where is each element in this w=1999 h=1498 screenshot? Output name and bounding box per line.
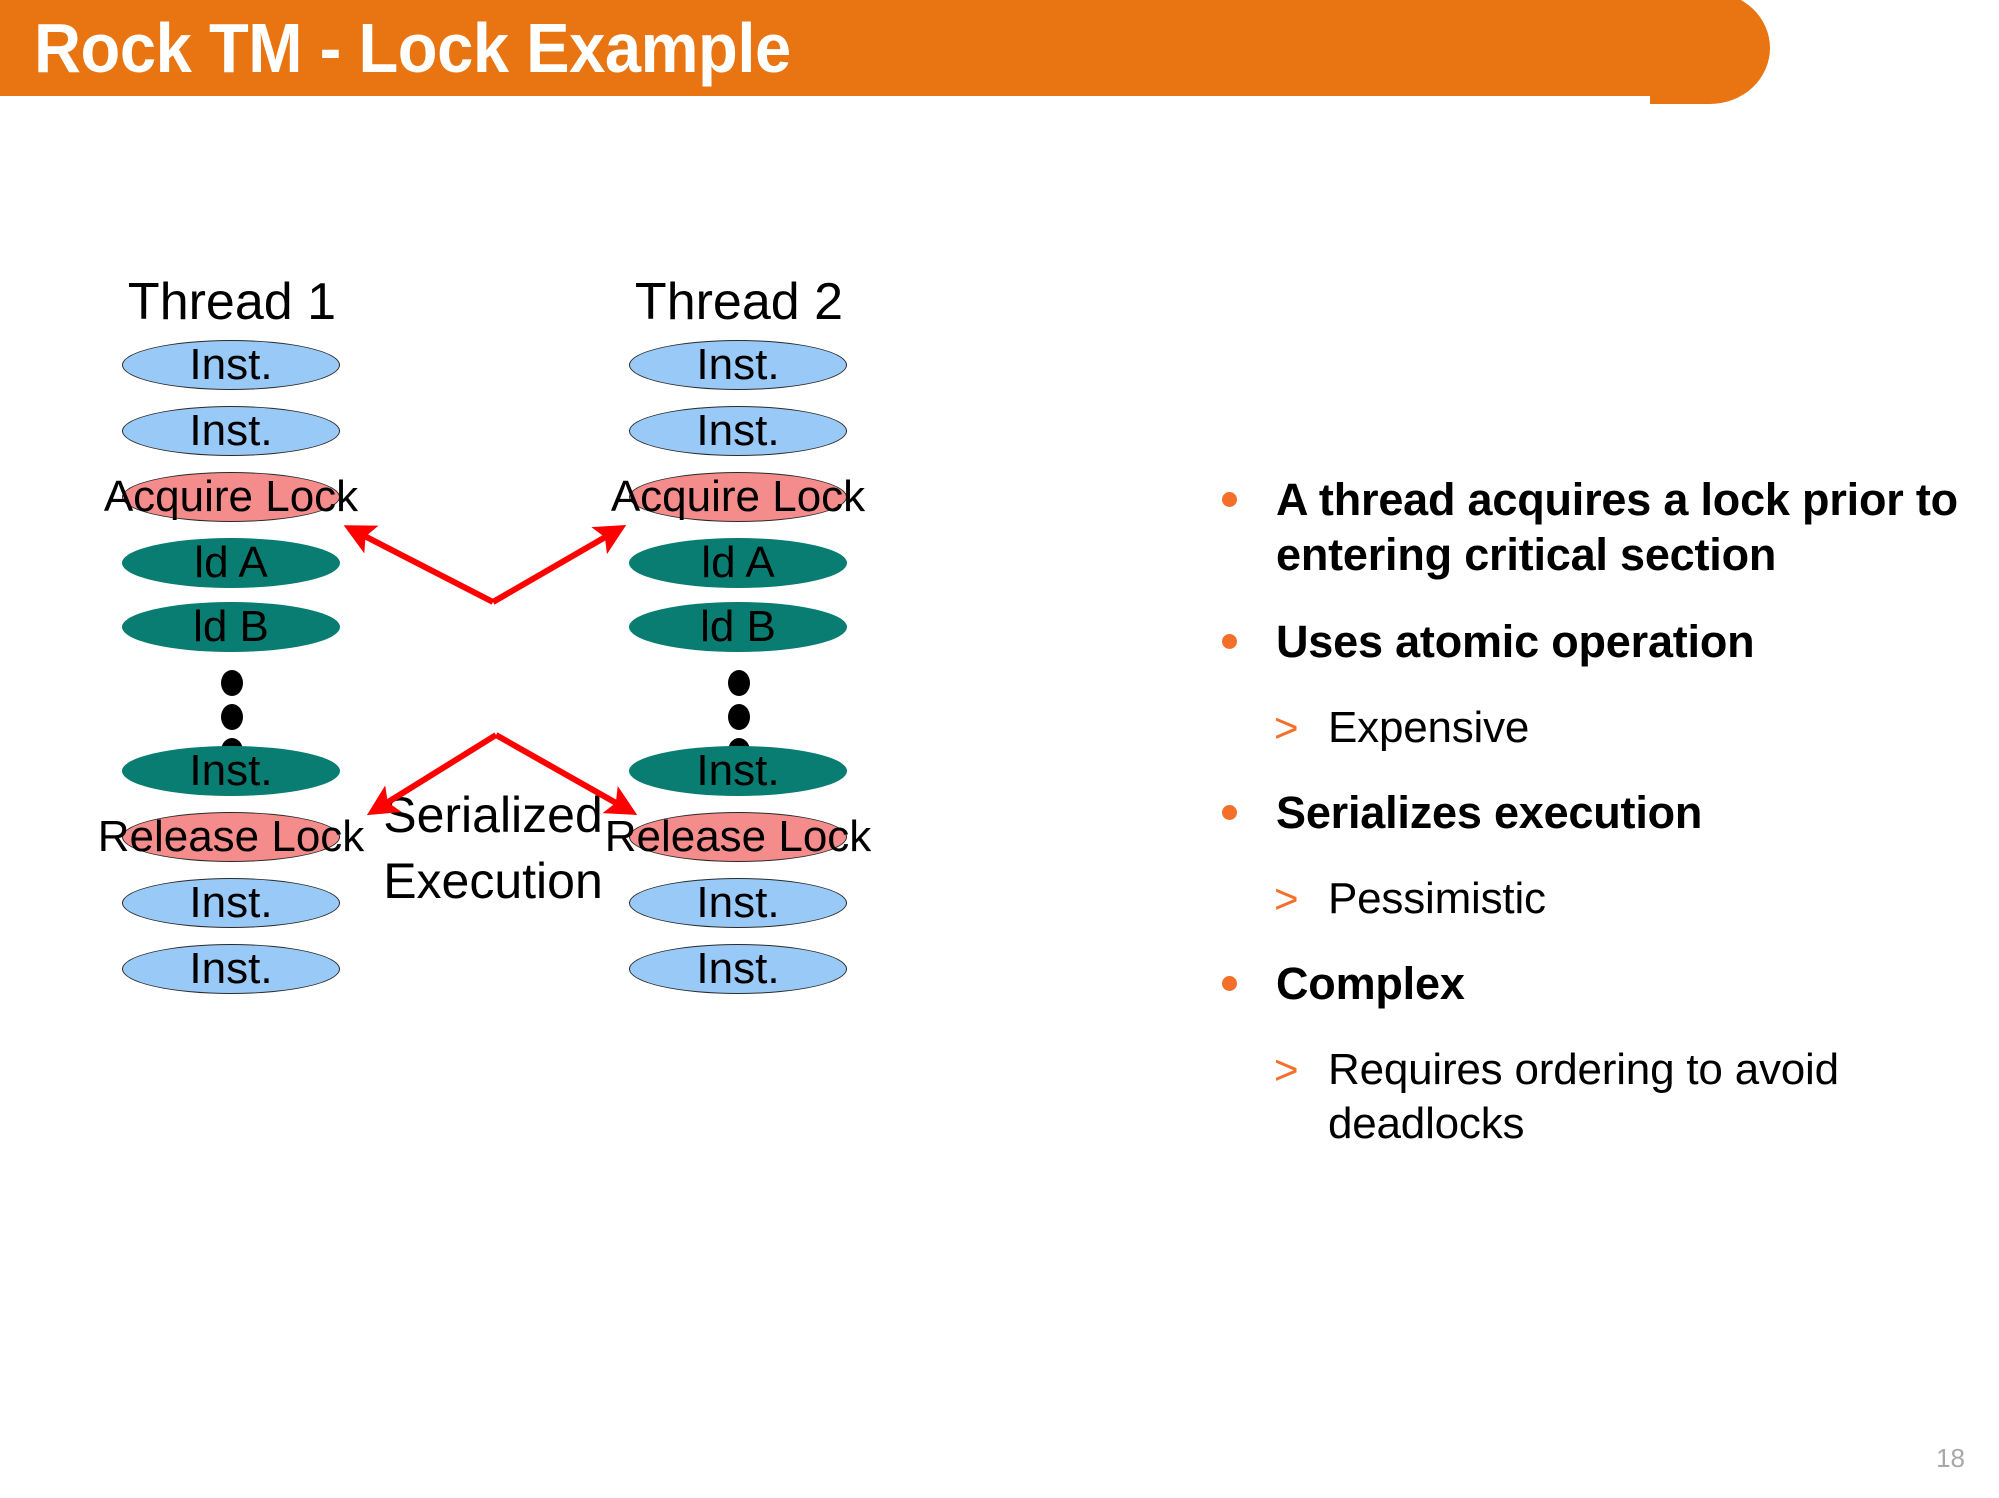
thread2-node-release-lock-label: Release Lock xyxy=(604,812,872,861)
title-banner xyxy=(0,0,1770,104)
bullet-dot-icon xyxy=(1222,634,1237,649)
thread2-node-acquire-lock-label: Acquire Lock xyxy=(610,472,866,521)
thread1-node-release-lock-label: Release Lock xyxy=(97,812,365,861)
thread1-node-ld-a-label: ld A xyxy=(194,538,268,587)
thread1-node-inst-2-label: Inst. xyxy=(189,406,273,455)
serialized-execution-line-1: Serialized xyxy=(383,787,603,843)
bullet-list: A thread acquires a lock prior to enteri… xyxy=(1208,472,1968,1181)
serialized-execution-caption: Serialized Execution xyxy=(370,782,616,914)
thread1-node-inst-4: Inst. xyxy=(122,878,340,928)
thread1-node-inst-5: Inst. xyxy=(122,944,340,994)
thread1-node-ld-a: ld A xyxy=(122,538,340,588)
thread2-node-ld-b: ld B xyxy=(629,602,847,652)
thread2-node-release-lock: Release Lock xyxy=(605,812,871,862)
thread2-node-inst-1: Inst. xyxy=(629,340,847,390)
bullet-dot-icon xyxy=(1222,976,1237,991)
thread2-node-acquire-lock: Acquire Lock xyxy=(611,472,865,522)
thread2-node-inst-1-label: Inst. xyxy=(696,340,780,389)
thread1-node-inst-1-label: Inst. xyxy=(189,340,273,389)
thread1-node-inst-4-label: Inst. xyxy=(189,878,273,927)
bullet-item-1: A thread acquires a lock prior to enteri… xyxy=(1208,472,1968,582)
chevron-right-icon: > xyxy=(1274,704,1299,751)
thread1-node-ld-b-label: ld B xyxy=(193,602,269,651)
bullet-dot-icon xyxy=(1222,805,1237,820)
bullet-dot-icon xyxy=(1222,492,1237,507)
arrow-to-thread1-acquire-lock xyxy=(343,525,495,605)
chevron-right-icon: > xyxy=(1274,1046,1299,1093)
thread2-node-inst-3-label: Inst. xyxy=(696,746,780,795)
bullet-item-3: Serializes execution xyxy=(1208,785,1968,840)
serialized-execution-line-2: Execution xyxy=(383,853,603,909)
sub-bullet-item-2: > Pessimistic xyxy=(1208,872,1968,926)
thread1-node-release-lock: Release Lock xyxy=(98,812,364,862)
thread1-node-ld-b: ld B xyxy=(122,602,340,652)
thread1-node-inst-3-label: Inst. xyxy=(189,746,273,795)
sub-bullet-item-1-label: Expensive xyxy=(1328,703,1530,752)
thread2-node-inst-5: Inst. xyxy=(629,944,847,994)
thread2-node-inst-4: Inst. xyxy=(629,878,847,928)
bullet-item-2-label: Uses atomic operation xyxy=(1276,616,1755,667)
bullet-item-3-label: Serializes execution xyxy=(1276,787,1703,838)
thread2-node-inst-3: Inst. xyxy=(629,746,847,796)
thread-2-title: Thread 2 xyxy=(634,273,844,331)
sub-bullet-item-3: > Requires ordering to avoid deadlocks xyxy=(1208,1043,1968,1151)
thread2-node-ld-a-label: ld A xyxy=(701,538,775,587)
sub-bullet-item-3-label: Requires ordering to avoid deadlocks xyxy=(1328,1045,1839,1148)
thread2-node-inst-4-label: Inst. xyxy=(696,878,780,927)
thread1-node-inst-2: Inst. xyxy=(122,406,340,456)
thread2-node-ld-b-label: ld B xyxy=(700,602,776,651)
chevron-right-icon: > xyxy=(1274,875,1299,922)
page-number: 18 xyxy=(1936,1443,1965,1473)
page-title: Rock TM - Lock Example xyxy=(34,9,791,87)
thread1-node-inst-3: Inst. xyxy=(122,746,340,796)
thread1-node-acquire-lock-label: Acquire Lock xyxy=(103,472,359,521)
thread2-node-inst-2: Inst. xyxy=(629,406,847,456)
thread2-node-inst-2-label: Inst. xyxy=(696,406,780,455)
bullet-item-2: Uses atomic operation xyxy=(1208,614,1968,669)
title-banner-body xyxy=(0,0,1730,96)
thread1-node-inst-5-label: Inst. xyxy=(189,944,273,993)
thread2-node-inst-5-label: Inst. xyxy=(696,944,780,993)
bullet-item-4-label: Complex xyxy=(1276,958,1465,1009)
bullet-item-4: Complex xyxy=(1208,956,1968,1011)
arrow-to-thread2-acquire-lock xyxy=(491,524,627,605)
title-banner-rounded-cap xyxy=(1650,0,1770,104)
sub-bullet-item-2-label: Pessimistic xyxy=(1328,874,1546,923)
lock-example-diagram: Thread 1 Inst. Inst. Acquire Lock ld A l… xyxy=(0,0,930,1498)
thread1-node-acquire-lock: Acquire Lock xyxy=(104,472,358,522)
thread1-node-inst-1: Inst. xyxy=(122,340,340,390)
sub-bullet-item-1: > Expensive xyxy=(1208,701,1968,755)
thread-1-title: Thread 1 xyxy=(127,273,337,331)
thread2-node-ld-a: ld A xyxy=(629,538,847,588)
bullet-item-1-label: A thread acquires a lock prior to enteri… xyxy=(1276,474,1958,580)
